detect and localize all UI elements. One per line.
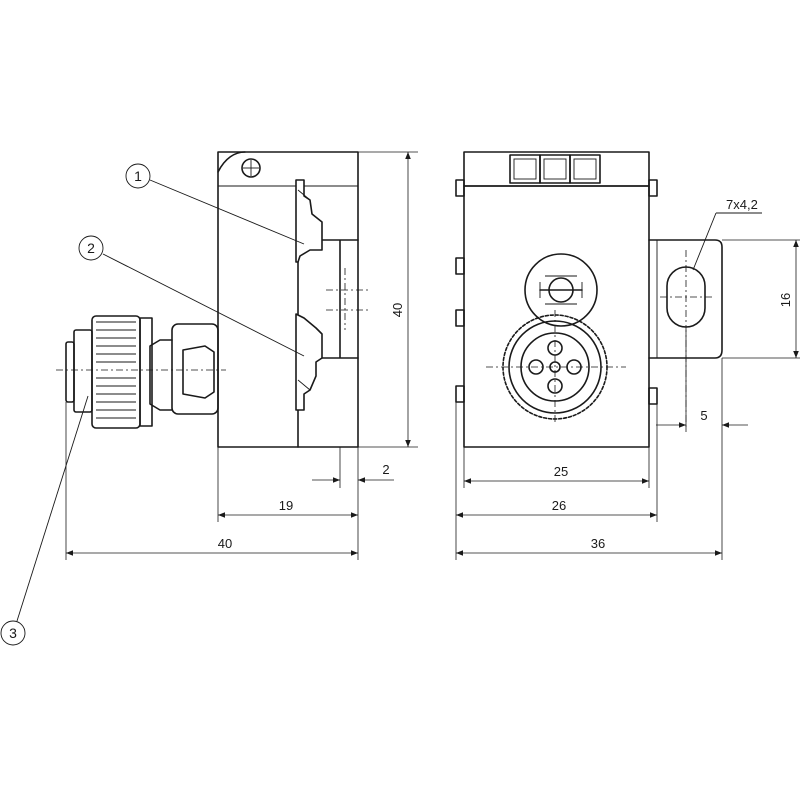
side-housing-top-tab (217, 151, 246, 173)
side-view (56, 151, 368, 448)
rotary-switch-icon (524, 253, 598, 327)
dim-side-depth: 19 (217, 447, 359, 522)
knurl-lines (96, 321, 136, 419)
callout-2: 2 (78, 235, 305, 357)
dim-bracket-offset: 5 (656, 330, 748, 432)
clamp-part-2 (295, 313, 323, 411)
m12-connector (56, 315, 226, 429)
dim-slot-label: 7x4,2 (726, 197, 758, 212)
callout-1-label: 1 (134, 168, 142, 184)
dim-side-height: 40 (358, 151, 418, 448)
dim-side-step: 2 (312, 447, 394, 488)
callout-3-label: 3 (9, 625, 17, 641)
dim-bracket-height-label: 16 (778, 293, 793, 307)
dim-front-inner-label: 25 (554, 464, 568, 479)
connector-socket-icon (486, 310, 626, 422)
callout-1: 1 (125, 163, 305, 245)
dim-side-total-label: 40 (218, 536, 232, 551)
dim-bracket-offset-label: 5 (700, 408, 707, 423)
clamp-part-1 (295, 179, 323, 263)
dim-side-height-label: 40 (390, 303, 405, 317)
dim-front-inner: 25 (463, 447, 650, 488)
callout-3: 3 (0, 395, 89, 646)
callout-2-label: 2 (87, 240, 95, 256)
terminal-3 (569, 154, 601, 184)
dim-slot: 7x4,2 (692, 197, 762, 271)
front-housing (463, 185, 650, 448)
front-view (455, 151, 723, 448)
dim-front-body: 26 (455, 402, 658, 522)
dim-side-depth-label: 19 (279, 498, 293, 513)
hinge-screw-icon (241, 158, 261, 178)
dim-bracket-height: 16 (722, 239, 800, 359)
side-housing (217, 151, 359, 448)
dim-front-total-label: 36 (591, 536, 605, 551)
dim-side-step-label: 2 (382, 462, 389, 477)
dim-front-body-label: 26 (552, 498, 566, 513)
mounting-bracket (648, 239, 723, 359)
dim-side-total: 40 (65, 402, 359, 560)
dim-front-total: 36 (455, 432, 723, 560)
knurled-nut (91, 315, 141, 429)
